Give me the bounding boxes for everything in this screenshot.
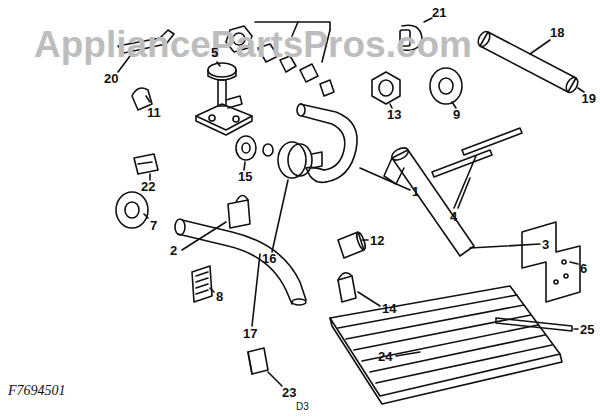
clip-part — [338, 273, 380, 306]
nut-part — [372, 72, 400, 108]
callout-number: 23 — [282, 386, 296, 399]
callout-number: 4 — [450, 210, 457, 223]
callout-number: 17 — [243, 327, 257, 340]
pin-part — [432, 128, 522, 208]
callout-number: 20 — [104, 72, 118, 85]
clip-part — [248, 348, 282, 386]
callout-number: 7 — [150, 219, 157, 232]
callout-number: 21 — [432, 6, 446, 19]
callout-number: 9 — [453, 108, 460, 121]
callout-number: 2 — [170, 244, 177, 257]
callout-number: 16 — [262, 252, 276, 265]
callout-number: 15 — [238, 170, 252, 183]
watermark: AppliancePartsPros.com — [34, 26, 472, 63]
tube-part — [175, 219, 306, 326]
grommet-part — [272, 142, 322, 252]
page-code: D3 — [296, 402, 309, 412]
clip-part — [134, 154, 158, 180]
callout-number: 3 — [542, 238, 549, 251]
callout-number: 19 — [582, 92, 596, 105]
return-bend-part — [297, 104, 410, 190]
callout-number: 1 — [412, 185, 419, 198]
filter-part — [192, 266, 214, 302]
tube-part — [476, 30, 584, 95]
callout-number: 24 — [378, 350, 392, 363]
callout-number: 11 — [147, 106, 161, 119]
figure-code: F7694501 — [8, 384, 66, 398]
callout-number: 5 — [211, 46, 218, 59]
callout-number: 18 — [550, 26, 564, 39]
callout-number: 8 — [216, 290, 223, 303]
callout-number: 13 — [387, 108, 401, 121]
grommet-part — [430, 68, 462, 108]
tube-part — [338, 232, 368, 258]
tube-part — [384, 145, 540, 256]
valve-part — [196, 62, 252, 135]
washer-part — [236, 136, 273, 170]
callout-number: 14 — [382, 302, 396, 315]
grille-part — [330, 286, 562, 404]
callout-number: 12 — [370, 234, 384, 247]
grommet-part — [116, 192, 148, 228]
callout-number: 25 — [580, 323, 594, 336]
callout-number: 22 — [141, 180, 155, 193]
callout-number: 6 — [580, 262, 587, 275]
bracket-part — [522, 222, 580, 302]
